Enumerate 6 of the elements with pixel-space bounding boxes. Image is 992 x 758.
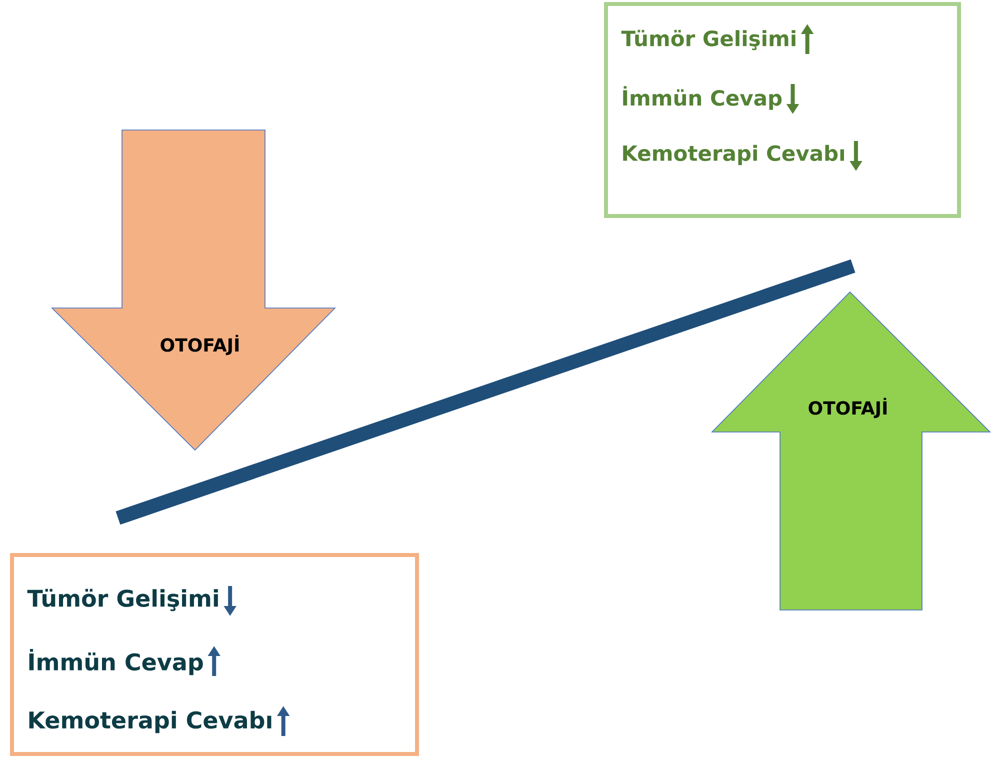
- effect-text: İmmün Cevap: [29, 648, 203, 676]
- effect-text: Kemoterapi Cevabı: [623, 144, 844, 166]
- effect-text: Tümör Gelişimi: [621, 30, 796, 50]
- effect-text: Tümör Gelişimi: [27, 588, 218, 612]
- effect-text: İmmün Cevap: [623, 86, 782, 110]
- effect-text: Kemoterapi Cevabı: [29, 710, 272, 734]
